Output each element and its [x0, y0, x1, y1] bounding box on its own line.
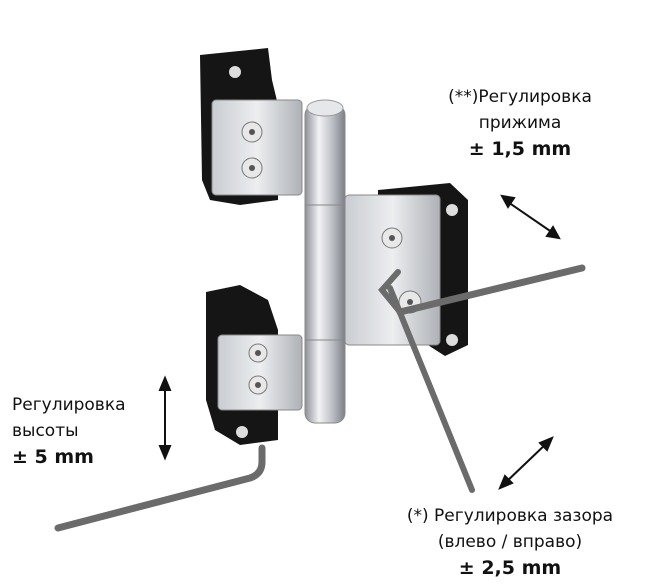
press-label-line1: (**)Регулировка	[448, 87, 592, 107]
press-label-value: ± 1,5 mm	[468, 138, 572, 160]
gap-label-line2: (влево / вправо)	[437, 532, 583, 552]
gap-label-line1: (*) Регулировка зазора	[406, 506, 614, 526]
press-label-line2: прижима	[478, 113, 562, 133]
upper-left-leaf	[200, 48, 303, 205]
height-label-line2: высоты	[12, 421, 79, 441]
hinge-barrel	[304, 99, 346, 424]
gap-adjustment-label: (*) Регулировка зазора (влево / вправо) …	[370, 503, 650, 581]
height-label-line1: Регулировка	[12, 395, 126, 415]
adjustment-arrows	[158, 194, 561, 490]
height-adjustment-label: Регулировка высоты ± 5 mm	[12, 392, 126, 470]
height-label-value: ± 5 mm	[12, 446, 94, 468]
press-adjustment-label: (**)Регулировка прижима ± 1,5 mm	[410, 84, 630, 162]
gap-label-value: ± 2,5 mm	[458, 557, 562, 579]
lower-left-leaf	[206, 285, 303, 445]
hex-keys	[54, 264, 586, 532]
